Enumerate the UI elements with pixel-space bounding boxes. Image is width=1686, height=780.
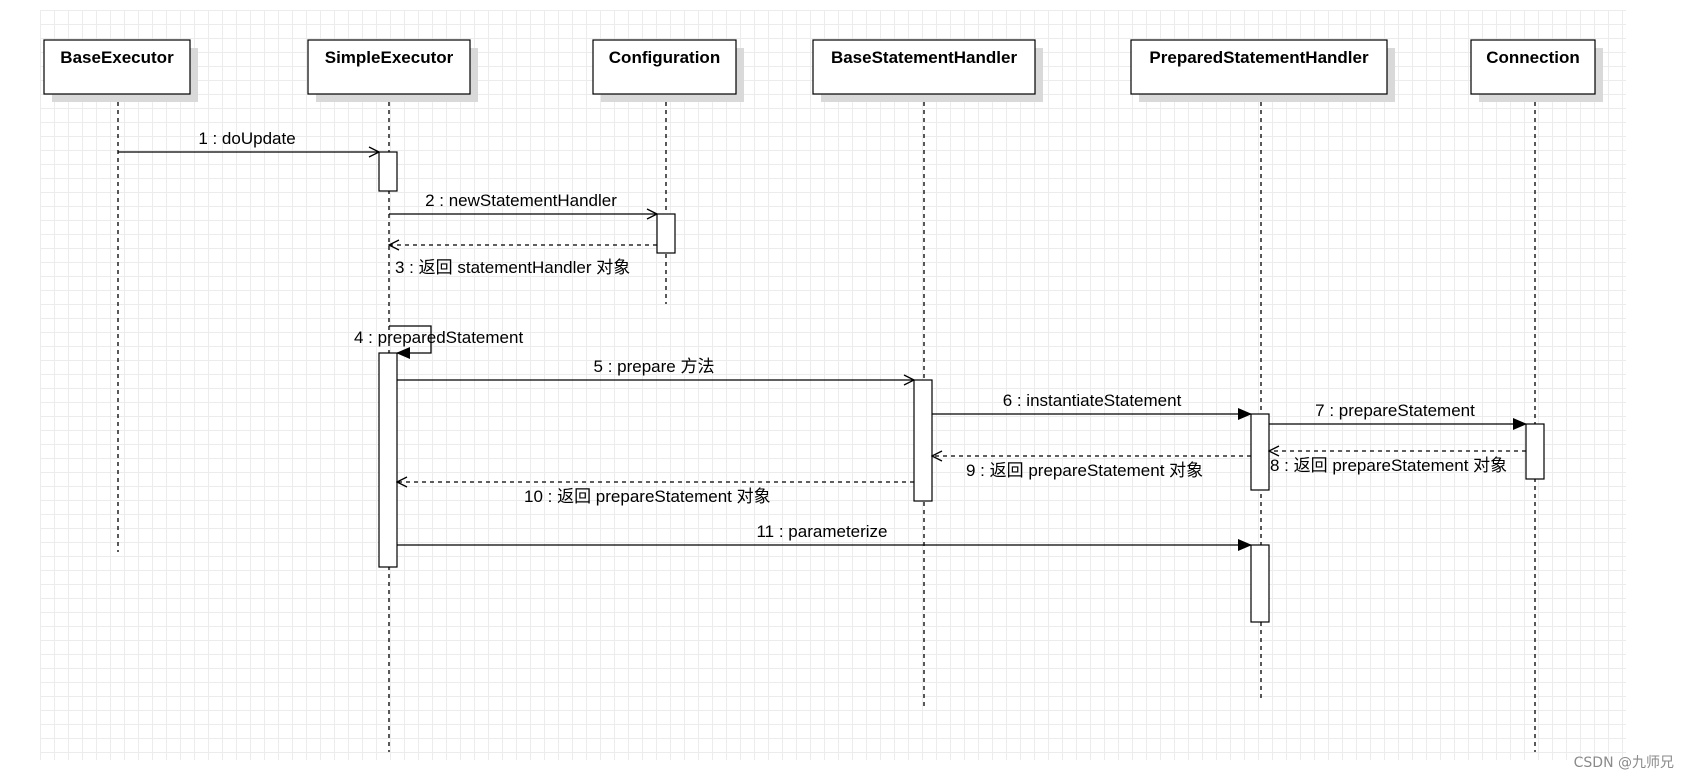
- participant-label: PreparedStatementHandler: [1149, 48, 1369, 67]
- message-label: 5 : prepare 方法: [594, 357, 715, 376]
- participant-simpleexecutor[interactable]: SimpleExecutor: [307, 39, 478, 102]
- message-10[interactable]: 10 : 返回 prepareStatement 对象: [397, 482, 914, 506]
- message-8[interactable]: 8 : 返回 prepareStatement 对象: [1269, 451, 1526, 475]
- participant-box: [812, 39, 1036, 95]
- participant-box: [1470, 39, 1596, 95]
- activation-bar: [1525, 423, 1545, 480]
- message-6[interactable]: 6 : instantiateStatement: [932, 391, 1252, 420]
- watermark-text: CSDN @九师兄: [1573, 755, 1674, 771]
- participant-label: BaseExecutor: [60, 48, 174, 67]
- participant-configuration[interactable]: Configuration: [592, 39, 744, 102]
- message-label: 6 : instantiateStatement: [1003, 391, 1182, 410]
- participant-preparedstatementhandler[interactable]: PreparedStatementHandler: [1130, 39, 1395, 102]
- message-11[interactable]: 11 : parameterize: [397, 522, 1252, 551]
- message-label: 10 : 返回 prepareStatement 对象: [524, 487, 771, 506]
- activation-bar: [378, 352, 398, 568]
- activation-bar: [656, 213, 676, 254]
- self-call-arrow: [389, 325, 432, 359]
- participant-box: [592, 39, 737, 95]
- activation-bar: [1250, 544, 1270, 623]
- activation-bar: [378, 151, 398, 192]
- participant-box: [307, 39, 471, 95]
- activation-bar: [913, 379, 933, 502]
- participant-baseexecutor[interactable]: BaseExecutor: [43, 39, 198, 102]
- message-9[interactable]: 9 : 返回 prepareStatement 对象: [932, 456, 1251, 480]
- message-label: 1 : doUpdate: [198, 129, 295, 148]
- message-1[interactable]: 1 : doUpdate: [118, 129, 379, 152]
- message-label: 9 : 返回 prepareStatement 对象: [966, 461, 1203, 480]
- participant-label: Connection: [1486, 48, 1580, 67]
- message-label: 8 : 返回 prepareStatement 对象: [1270, 456, 1507, 475]
- message-4[interactable]: 4 : preparedStatement: [354, 325, 523, 359]
- message-label: 2 : newStatementHandler: [425, 191, 617, 210]
- participant-basestatementhandler[interactable]: BaseStatementHandler: [812, 39, 1043, 102]
- participant-box: [43, 39, 191, 95]
- message-label: 3 : 返回 statementHandler 对象: [395, 258, 630, 277]
- participant-label: BaseStatementHandler: [831, 48, 1018, 67]
- message-5[interactable]: 5 : prepare 方法: [397, 357, 914, 380]
- participant-label: Configuration: [609, 48, 720, 67]
- activation-bar: [1250, 413, 1270, 491]
- message-3[interactable]: 3 : 返回 statementHandler 对象: [389, 245, 657, 277]
- diagram-grid-background: [40, 10, 1626, 760]
- participant-box: [1130, 39, 1388, 95]
- message-2[interactable]: 2 : newStatementHandler: [389, 191, 657, 214]
- participant-connection[interactable]: Connection: [1470, 39, 1603, 102]
- message-label: 4 : preparedStatement: [354, 328, 523, 347]
- participant-label: SimpleExecutor: [325, 48, 454, 67]
- message-7[interactable]: 7 : prepareStatement: [1269, 401, 1527, 430]
- message-label: 11 : parameterize: [756, 522, 887, 541]
- message-label: 7 : prepareStatement: [1315, 401, 1475, 420]
